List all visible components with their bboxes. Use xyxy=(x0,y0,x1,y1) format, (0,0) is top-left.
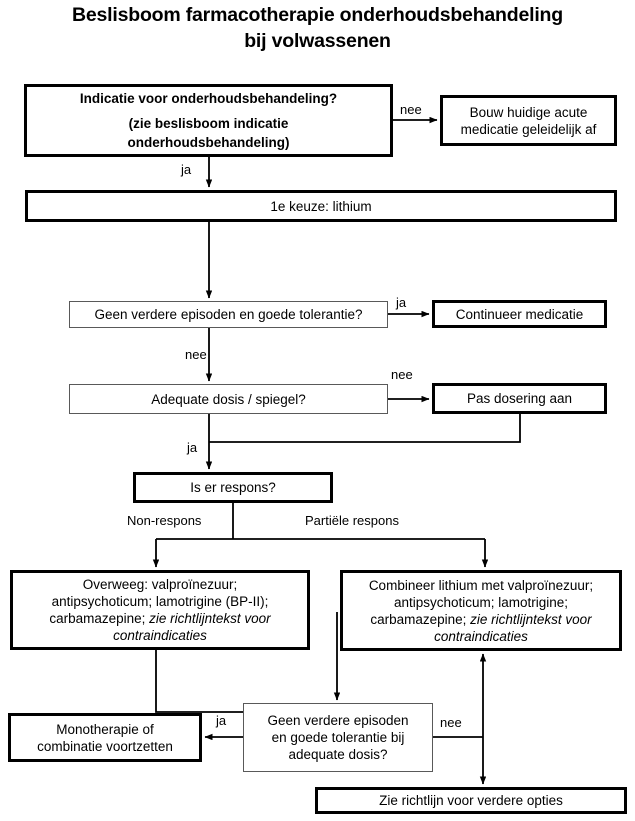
node-monotherapie-line-1: Monotherapie of xyxy=(56,721,154,737)
node-geen-episoden-2-line-2: en goede tolerantie bij xyxy=(271,730,405,745)
title-line-1: Beslisboom farmacotherapie onderhoudsbeh… xyxy=(72,4,563,26)
edge-label-nee-adequate: nee xyxy=(391,367,413,382)
node-overweeg-line-3-plain: carbamazepine; xyxy=(49,611,150,626)
edge-label-nee-geen-episoden-1: nee xyxy=(185,347,207,362)
edge-label-nee-indicatie: nee xyxy=(400,102,422,117)
title-line-2: bij volwassenen xyxy=(244,30,391,52)
edge-label-non-respons: Non-respons xyxy=(127,513,202,528)
node-combineer-line-3: carbamazepine; zie richtlijntekst voor xyxy=(369,611,593,628)
node-combineer-line-4: contraindicaties xyxy=(434,628,528,644)
page-title: Beslisboom farmacotherapie onderhoudsbeh… xyxy=(0,2,635,54)
node-bouw-acute-medicatie-af[interactable]: Bouw huidige acute medicatie geleidelijk… xyxy=(440,95,617,146)
node-geen-episoden-2-line-1: Geen verdere episoden xyxy=(267,713,409,728)
node-adequate-dosis-spiegel[interactable]: Adequate dosis / spiegel? xyxy=(69,384,388,414)
node-combineer-line-3-plain: carbamazepine; xyxy=(370,611,471,627)
node-monotherapie-combinatie-voortzetten[interactable]: Monotherapie of combinatie voortzetten xyxy=(8,713,202,762)
node-zie-richtlijn-verdere-opties[interactable]: Zie richtlijn voor verdere opties xyxy=(315,787,627,814)
node-combineer-line-2: antipsychoticum; lamotrigine; xyxy=(393,594,569,610)
node-eerste-keuze-label: 1e keuze: lithium xyxy=(270,198,372,214)
node-continueer-label: Continueer medicatie xyxy=(455,306,584,322)
node-overweeg-line-3: carbamazepine; zie richtlijntekst voor xyxy=(49,610,270,627)
node-eerste-keuze-lithium[interactable]: 1e keuze: lithium xyxy=(25,190,617,222)
node-adequate-dosis-label: Adequate dosis / spiegel? xyxy=(151,391,306,407)
edge-label-partiele-respons: Partiële respons xyxy=(305,513,399,528)
node-indicatie-line-1: Indicatie voor onderhoudsbehandeling? xyxy=(79,91,338,106)
node-geen-verdere-episoden-tolerantie[interactable]: Geen verdere episoden en goede toleranti… xyxy=(69,301,388,328)
node-geen-episoden-1-label: Geen verdere episoden en goede toleranti… xyxy=(94,307,363,322)
node-indicatie-onderhoudsbehandeling[interactable]: Indicatie voor onderhoudsbehandeling? (z… xyxy=(24,84,393,157)
node-overweeg-line-4: contraindicaties xyxy=(113,628,207,643)
node-geen-verdere-episoden-adequate-dosis[interactable]: Geen verdere episoden en goede toleranti… xyxy=(243,703,433,772)
node-pas-dosering-aan[interactable]: Pas dosering aan xyxy=(432,383,607,414)
node-is-er-respons[interactable]: Is er respons? xyxy=(133,472,333,503)
node-monotherapie-line-2: combinatie voortzetten xyxy=(37,738,173,754)
edge-label-ja-indicatie: ja xyxy=(181,162,192,177)
node-bouw-af-line-2: medicatie geleidelijk af xyxy=(460,121,597,137)
node-combineer-lithium-opties[interactable]: Combineer lithium met valproïnezuur; ant… xyxy=(340,570,622,651)
node-zie-richtlijn-label: Zie richtlijn voor verdere opties xyxy=(379,793,563,808)
node-overweeg-line-2: antipsychoticum; lamotrigine (BP-II); xyxy=(51,594,269,609)
edge-label-nee-geen-episoden-2: nee xyxy=(440,715,462,730)
node-pas-dosering-label: Pas dosering aan xyxy=(466,391,573,406)
node-overweeg-monotherapie-opties[interactable]: Overweeg: valproïnezuur; antipsychoticum… xyxy=(10,570,310,650)
wire-pas-dosering-feedback xyxy=(209,414,521,443)
edge-label-ja-adequate: ja xyxy=(187,440,198,455)
node-overweeg-line-3-italic: zie richtlijntekst voor xyxy=(149,611,271,626)
node-indicatie-line-2: (zie beslisboom indicatie xyxy=(128,116,289,131)
node-overweeg-line-1: Overweeg: valproïnezuur; xyxy=(82,577,238,592)
edge-label-ja-geen-episoden-2: ja xyxy=(216,713,227,728)
node-bouw-af-line-1: Bouw huidige acute xyxy=(469,104,588,120)
node-continueer-medicatie[interactable]: Continueer medicatie xyxy=(432,300,607,328)
node-combineer-line-1: Combineer lithium met valproïnezuur; xyxy=(368,577,594,593)
edge-label-ja-geen-episoden-1: ja xyxy=(396,295,407,310)
node-is-respons-label: Is er respons? xyxy=(190,480,276,495)
node-indicatie-line-3: onderhoudsbehandeling) xyxy=(127,135,290,150)
node-geen-episoden-2-line-3: adequate dosis? xyxy=(288,747,388,762)
node-combineer-line-3-italic: zie richtlijntekst voor xyxy=(470,611,592,627)
